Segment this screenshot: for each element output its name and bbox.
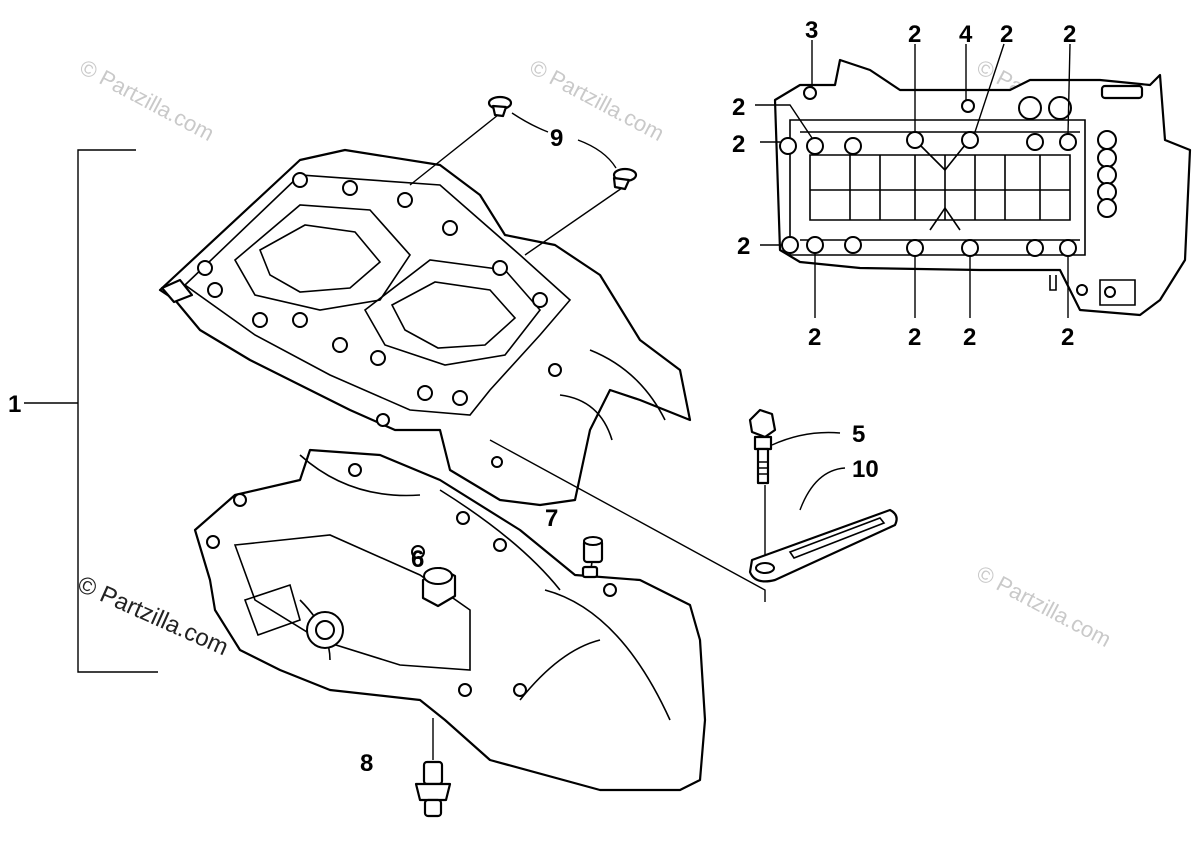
callout-2: 2 bbox=[908, 324, 921, 351]
callout-3: 3 bbox=[805, 17, 818, 44]
leader-line bbox=[489, 439, 766, 602]
part-8-fitting bbox=[414, 718, 452, 818]
callout-2: 2 bbox=[1000, 21, 1013, 48]
upper-crankcase-half bbox=[158, 148, 692, 507]
callout-4: 4 bbox=[959, 21, 973, 48]
part-5-bolt bbox=[748, 408, 841, 560]
part-7-dowel bbox=[581, 536, 604, 579]
callout-2: 2 bbox=[908, 21, 921, 48]
callout-2: 2 bbox=[732, 131, 745, 158]
lower-crankcase-half bbox=[193, 448, 707, 792]
part-10-strap bbox=[748, 467, 898, 583]
callout-7: 7 bbox=[545, 505, 558, 532]
callout-8: 8 bbox=[360, 750, 373, 777]
callout-10: 10 bbox=[852, 456, 879, 483]
part-6-bushing bbox=[421, 566, 457, 608]
inset-leaders bbox=[755, 40, 1071, 318]
part-9-screws bbox=[409, 95, 638, 256]
callouts: 1 9 5 10 7 6 8 3 2 4 2 2 2 2 2 2 2 2 2 bbox=[8, 17, 1076, 777]
callout-6: 6 bbox=[411, 546, 424, 573]
callout-9: 9 bbox=[550, 125, 563, 152]
callout-2: 2 bbox=[732, 94, 745, 121]
callout-2: 2 bbox=[1061, 324, 1074, 351]
callout-2: 2 bbox=[1063, 21, 1076, 48]
watermark: © Partzilla.com bbox=[76, 54, 219, 146]
watermark: © Partzilla.com bbox=[973, 560, 1116, 652]
callout-5: 5 bbox=[852, 421, 865, 448]
callout-2: 2 bbox=[963, 324, 976, 351]
callout-1: 1 bbox=[8, 391, 21, 418]
inset-top-view bbox=[773, 58, 1192, 317]
callout-2: 2 bbox=[808, 324, 821, 351]
bracket-assembly bbox=[24, 149, 158, 673]
callout-2: 2 bbox=[737, 233, 750, 260]
watermark-corner: © Partzilla.com bbox=[74, 571, 233, 661]
